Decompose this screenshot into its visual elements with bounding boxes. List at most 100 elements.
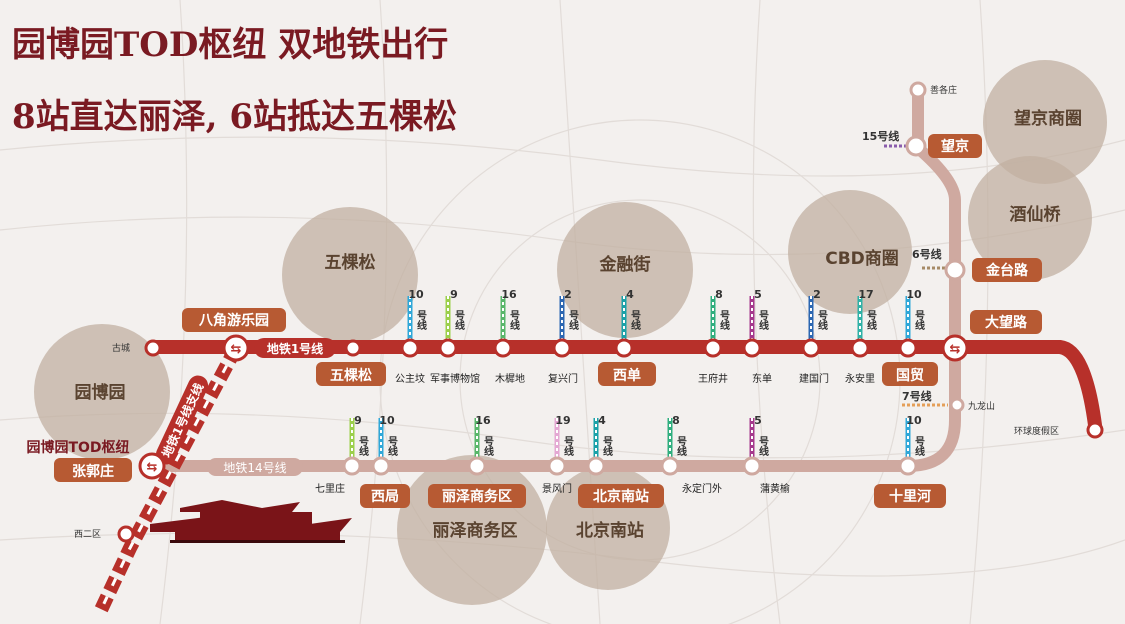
top-line-stub-7: 2号线 <box>808 288 828 340</box>
station-guomao-label: 国贸 <box>896 367 924 384</box>
station-line14-2[interactable]: 永定门外 <box>660 456 722 495</box>
top-line-num-6: 5 <box>754 288 762 301</box>
station-line1-2[interactable]: 木樨地 <box>493 338 525 385</box>
headline: 园博园TOD枢纽 双地铁出行 8站直达丽泽, 6站抵达五棵松 <box>12 25 457 137</box>
station-line1-4[interactable]: 王府井 <box>698 338 728 385</box>
top-line-stub-1: 9号线 <box>445 288 465 340</box>
end-station-gucheng[interactable]: 古城 <box>112 339 162 357</box>
tod-hub-label: 园博园TOD枢纽 <box>26 439 129 456</box>
end-station-gucheng-label: 古城 <box>112 342 130 354</box>
station-guomao[interactable]: 国贸 <box>882 338 938 386</box>
station-line1-7[interactable]: 永安里 <box>845 338 875 385</box>
end-station-shangezhuang[interactable]: 善各庄 <box>909 81 957 99</box>
top-line-num-4: 4 <box>626 288 634 301</box>
top-line-suffix-2: 号线 <box>508 310 520 331</box>
station-line14-label-0: 七里庄 <box>315 482 345 495</box>
station-line1-marker-1 <box>438 338 458 358</box>
district-bubble-cbd <box>788 190 912 314</box>
station-lize-label: 丽泽商务区 <box>442 488 512 505</box>
district-label-yuanboyuan: 园博园 <box>75 382 126 403</box>
pagoda-illustration <box>150 500 352 543</box>
end-station-xierqi[interactable]: 西二区 <box>74 525 135 543</box>
bottom-line-suffix-3: 号线 <box>562 436 574 457</box>
end-station-huanqiu[interactable]: 环球度假区 <box>1014 421 1104 439</box>
station-wukesong[interactable]: 五棵松 <box>316 339 386 386</box>
district-label-cbd: CBD商圈 <box>825 248 899 269</box>
station-line1-marker-7 <box>850 338 870 358</box>
station-bajiao-label: 八角游乐园 <box>198 312 269 329</box>
bottom-line-suffix-2: 号线 <box>482 436 494 457</box>
stations-line1: 公主坟军事博物馆木樨地 复兴门 王府井东单 建国门永安里 <box>395 338 875 385</box>
station-line14-3[interactable]: 蒲黄榆 <box>742 456 790 495</box>
station-line14-1[interactable]: 景风门 <box>542 456 572 495</box>
district-bubble-yuanboyuan <box>34 324 170 460</box>
bottom-line-num-3: 19 <box>555 414 570 427</box>
bottom-line-num-1: 10 <box>379 414 395 427</box>
top-line-num-1: 9 <box>450 288 458 301</box>
end-station-jiulongshan[interactable]: 九龙山 <box>949 397 995 413</box>
station-line1-1[interactable]: 军事博物馆 <box>430 338 480 385</box>
station-line1-marker-6 <box>801 338 821 358</box>
station-jintailu[interactable]: 金台路 <box>944 258 1042 282</box>
top-line-suffix-8: 号线 <box>865 310 877 331</box>
station-line14-marker-3 <box>742 456 762 476</box>
svg-text:⇆: ⇆ <box>147 460 158 475</box>
bottom-line-stub-0: 9号线 <box>349 414 369 460</box>
station-shilihe-label: 十里河 <box>889 488 931 505</box>
station-line1-0[interactable]: 公主坟 <box>395 338 425 385</box>
station-line14-marker-1 <box>547 456 567 476</box>
top-line-num-5: 8 <box>715 288 723 301</box>
station-dawanglu-label: 大望路 <box>985 314 1028 331</box>
line6-label: 6号线 <box>912 247 942 261</box>
end-station-huanqiu-label: 环球度假区 <box>1014 425 1059 437</box>
station-line1-label-5: 东单 <box>752 372 772 385</box>
bottom-line-suffix-4: 号线 <box>601 436 613 457</box>
station-wangjing[interactable]: 望京 <box>905 134 982 158</box>
station-line1-label-3: 复兴门 <box>548 372 578 385</box>
bottom-line-stub-3: 19 号线 <box>554 414 574 460</box>
station-line1-3[interactable]: 复兴门 <box>548 338 578 385</box>
top-line-stub-4: 4 号线 <box>621 288 641 340</box>
station-line14-0[interactable]: 七里庄 <box>315 456 362 495</box>
top-line-stub-5: 8号线 <box>710 288 730 340</box>
station-xidan[interactable]: 西单 <box>598 338 656 386</box>
bottom-line-num-5: 8 <box>672 414 680 427</box>
bottom-line-suffix-7: 号线 <box>913 436 925 457</box>
bottom-line-suffix-6: 号线 <box>757 436 769 457</box>
district-label-wangjing: 望京商圈 <box>1014 108 1082 129</box>
station-line14-label-3: 蒲黄榆 <box>760 482 790 495</box>
district-labels: 园博园 五棵松 金融街 CBD商圈 望京商圈 酒仙桥 丽泽商务区 北京南站 <box>75 108 1083 541</box>
district-bubble-wangjing <box>983 60 1107 184</box>
top-line-suffix-4: 号线 <box>629 310 641 331</box>
top-line-stub-6: 5号线 <box>749 288 769 340</box>
station-line14-label-2: 永定门外 <box>682 482 722 495</box>
station-line1-label-7: 永安里 <box>845 372 875 385</box>
top-line-suffix-0: 号线 <box>415 310 427 331</box>
station-lize[interactable]: 丽泽商务区 <box>428 456 526 508</box>
stations-line14: 七里庄 景风门永定门外 蒲黄榆 <box>315 456 790 495</box>
station-shilihe[interactable]: 十里河 <box>874 456 946 508</box>
line14-label-group: 地铁14号线 <box>207 458 303 476</box>
line15-label: 15号线 <box>862 129 899 143</box>
station-line1-6[interactable]: 建国门 <box>799 338 829 385</box>
top-line-num-2: 16 <box>501 288 517 301</box>
station-zhangguozhuang[interactable]: 园博园TOD枢纽 张郭庄 ⇆ <box>26 439 166 482</box>
district-bubble-wukesong <box>282 207 418 343</box>
station-line1-marker-5 <box>742 338 762 358</box>
station-line1-label-2: 木樨地 <box>495 372 525 385</box>
station-bajiao[interactable]: 八角游乐园 ⇆ <box>182 308 286 362</box>
station-line1-5[interactable]: 东单 <box>742 338 772 385</box>
station-beijingnan[interactable]: 北京南站 <box>578 456 664 508</box>
station-xiju[interactable]: 西局 <box>360 456 410 508</box>
station-line14-marker-0 <box>342 456 362 476</box>
district-bubble-jiuxianqiao <box>968 156 1092 280</box>
station-dawanglu[interactable]: ⇆ 大望路 <box>941 310 1042 362</box>
